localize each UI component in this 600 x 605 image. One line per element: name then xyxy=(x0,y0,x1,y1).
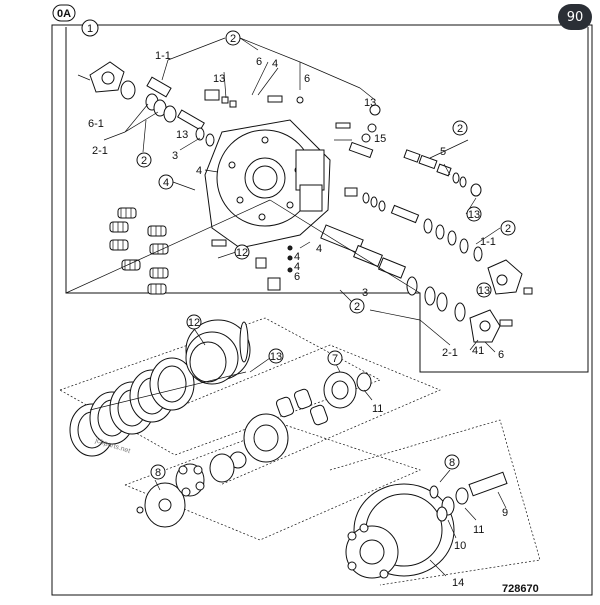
label-8-right: 8 xyxy=(449,457,455,469)
bolt-15 xyxy=(348,141,374,159)
label-9: 9 xyxy=(502,507,508,519)
section-tag: 0A xyxy=(57,8,71,20)
label-4-top: 4 xyxy=(272,58,278,70)
label-2-1-bottom: 2-1 xyxy=(442,347,458,359)
label-4-r2: 4 xyxy=(294,251,300,263)
gear-housing xyxy=(345,483,455,579)
section-frame xyxy=(65,27,589,373)
label-11-b: 11 xyxy=(473,524,484,536)
label-13-mid: 13 xyxy=(176,129,188,141)
section-tag-box xyxy=(52,4,76,22)
label-13-r3: 13 xyxy=(478,285,490,297)
output-shaft xyxy=(429,471,508,522)
label-6-1: 6-1 xyxy=(88,118,104,130)
label-2-1: 2-1 xyxy=(92,145,108,157)
label-11-a: 11 xyxy=(372,403,383,415)
piston-assembly xyxy=(136,453,235,528)
label-41: 41 xyxy=(472,345,484,357)
label-2-bottom: 2 xyxy=(354,301,360,313)
valve-housing xyxy=(204,119,331,249)
zoom-badge[interactable]: 90 xyxy=(558,4,592,30)
label-14: 14 xyxy=(452,577,464,589)
view-number: 1 xyxy=(87,23,93,35)
label-13-b: 13 xyxy=(270,351,282,363)
label-12-a: 12 xyxy=(236,247,248,259)
label-6-top-b: 6 xyxy=(304,73,310,85)
exploded-planes xyxy=(59,317,541,586)
label-13-r2: 13 xyxy=(468,209,480,221)
label-6-r: 6 xyxy=(294,271,300,283)
spring-cluster xyxy=(109,207,169,295)
label-4-r: 4 xyxy=(316,243,322,255)
label-4-left2: 4 xyxy=(196,165,202,177)
label-3-r: 3 xyxy=(362,287,368,299)
label-4-left: 4 xyxy=(163,177,169,189)
fasteners-center xyxy=(211,239,293,291)
label-3-left: 3 xyxy=(172,150,178,162)
label-2-mid: 2 xyxy=(141,155,147,167)
figure-number: 728670 xyxy=(502,583,539,595)
spool-right-middle xyxy=(344,187,533,295)
label-13-a: 13 xyxy=(213,73,225,85)
label-2-top: 2 xyxy=(230,33,236,45)
label-13-right: 13 xyxy=(364,97,376,109)
relief-valve-upper xyxy=(77,61,215,147)
outer-frame xyxy=(51,24,593,596)
spring-row xyxy=(275,388,329,426)
label-1-1-right: 1-1 xyxy=(480,236,496,248)
spool-lower xyxy=(320,224,513,343)
callouts xyxy=(136,30,516,480)
spool-top xyxy=(204,89,381,143)
brake-piston xyxy=(185,319,251,385)
view-number-circle xyxy=(81,19,99,37)
label-2-r3: 2 xyxy=(505,223,511,235)
label-6-top: 6 xyxy=(256,56,262,68)
label-5: 5 xyxy=(440,146,446,158)
label-12-b: 12 xyxy=(188,317,200,329)
label-6-bottom: 6 xyxy=(498,349,504,361)
label-4-r3: 4 xyxy=(294,261,300,273)
label-7: 7 xyxy=(332,353,338,365)
friction-discs xyxy=(69,357,195,457)
label-1-1-top: 1-1 xyxy=(155,50,171,62)
label-2-right: 2 xyxy=(457,123,463,135)
label-8-left: 8 xyxy=(155,467,161,479)
label-15: 15 xyxy=(374,133,386,145)
cylinder-block xyxy=(229,371,372,469)
label-10: 10 xyxy=(454,540,466,552)
